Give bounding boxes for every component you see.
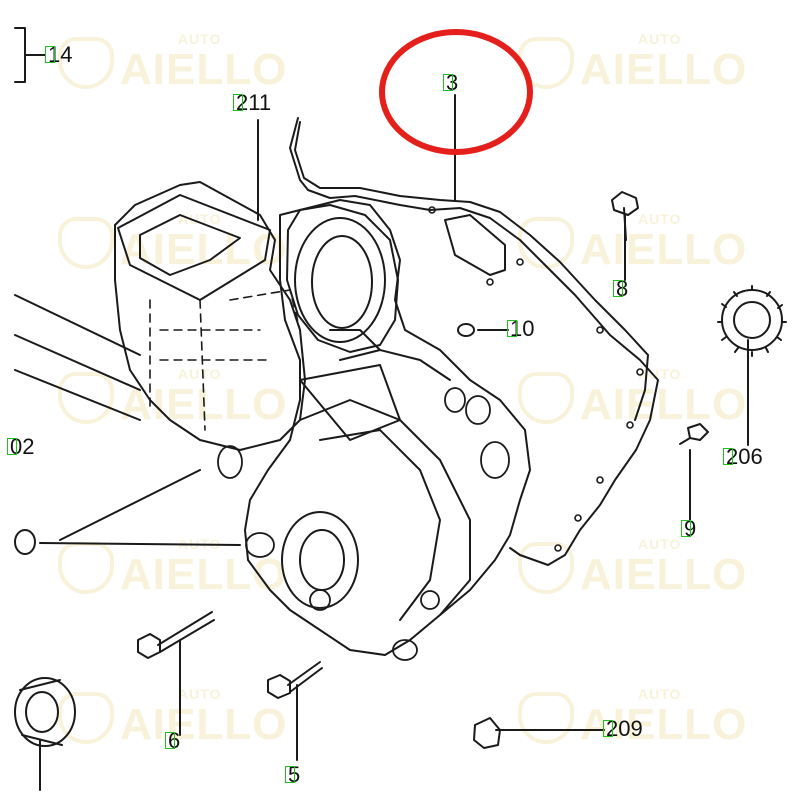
callout-14: 14 bbox=[45, 44, 72, 66]
pump-housing-inner bbox=[311, 235, 373, 329]
watermark-prefix: AUTO bbox=[178, 366, 222, 382]
cover-ridge bbox=[339, 349, 451, 381]
bolt-shank bbox=[679, 437, 691, 445]
gasket-inner bbox=[294, 121, 649, 421]
oil-seal-edge bbox=[19, 679, 63, 746]
callout-marker bbox=[285, 766, 295, 783]
cover-ridge bbox=[329, 329, 381, 351]
long-bolt bbox=[137, 633, 161, 659]
pump-top-opening bbox=[139, 214, 241, 276]
heart-logo-icon bbox=[518, 542, 574, 594]
callout-marker bbox=[681, 520, 691, 537]
gasket-window bbox=[444, 214, 506, 276]
leader-line bbox=[14, 294, 141, 421]
long-bolt-shank bbox=[157, 611, 215, 653]
watermark-brand: AIELLO bbox=[120, 45, 288, 94]
callout-211: 211 bbox=[233, 92, 271, 114]
watermark-brand: AIELLO bbox=[120, 225, 288, 274]
bolt-shank bbox=[623, 207, 627, 241]
gasket-outline bbox=[289, 117, 659, 566]
callout-marker bbox=[7, 438, 17, 455]
watermark: AUTO AIELLO bbox=[58, 686, 288, 750]
callout-marker bbox=[443, 74, 453, 91]
watermark: AUTO AIELLO bbox=[518, 211, 748, 275]
oil-seal-inner bbox=[25, 691, 59, 733]
watermark: AUTO AIELLO bbox=[518, 536, 748, 600]
crank-seal-inner bbox=[299, 529, 345, 591]
pump-flange-arm bbox=[299, 364, 401, 441]
callout-10: 10 bbox=[507, 318, 534, 340]
leader-line bbox=[39, 469, 241, 546]
cover-ridge bbox=[299, 399, 471, 616]
watermark-brand: AIELLO bbox=[580, 225, 748, 274]
callout-marker bbox=[723, 448, 733, 465]
watermark-prefix: AUTO bbox=[638, 31, 682, 47]
watermark-prefix: AUTO bbox=[638, 536, 682, 552]
callout-bracket bbox=[14, 27, 46, 83]
watermark: AUTO AIELLO bbox=[518, 366, 748, 430]
watermark-prefix: AUTO bbox=[638, 686, 682, 702]
watermark-prefix: AUTO bbox=[178, 211, 222, 227]
short-bolt-shank bbox=[287, 661, 323, 693]
watermark-prefix: AUTO bbox=[638, 211, 682, 227]
watermark: AUTO AIELLO bbox=[58, 536, 287, 600]
pump-top-flange bbox=[117, 194, 271, 301]
watermark-brand: AIELLO bbox=[120, 700, 288, 749]
sprocket-gear-inner bbox=[733, 301, 771, 339]
o-ring bbox=[457, 323, 475, 337]
callout-6: 6 bbox=[165, 730, 180, 752]
callout-marker bbox=[45, 46, 55, 63]
watermark: AUTO AIELLO bbox=[518, 686, 748, 750]
watermark-prefix: AUTO bbox=[178, 31, 222, 47]
oil-seal bbox=[14, 677, 76, 747]
heart-logo-icon bbox=[518, 372, 574, 424]
pump-housing bbox=[294, 217, 386, 343]
heart-logo-icon bbox=[58, 692, 114, 744]
cover-ridge bbox=[319, 429, 441, 621]
callout-02: 02 bbox=[7, 436, 34, 458]
watermark-brand: AIELLO bbox=[580, 700, 748, 749]
callout-marker bbox=[507, 320, 517, 337]
watermark: AUTO AIELLO bbox=[58, 211, 288, 275]
highlight-circle bbox=[379, 29, 533, 155]
pump-hidden-line bbox=[159, 329, 271, 361]
sprocket-gear bbox=[721, 289, 783, 351]
heart-logo-icon bbox=[58, 372, 114, 424]
callout-209: 209 bbox=[603, 718, 643, 740]
watermark-brand: AIELLO bbox=[580, 45, 748, 94]
water-pump-housing bbox=[114, 181, 306, 451]
callout-marker bbox=[613, 280, 623, 297]
callout-marker bbox=[233, 94, 243, 111]
drain-plug bbox=[473, 717, 501, 749]
callout-marker bbox=[165, 732, 175, 749]
watermark: AUTO AIELLO bbox=[518, 31, 748, 95]
heart-logo-icon bbox=[58, 37, 114, 89]
bolt-head bbox=[687, 423, 709, 441]
callout-206: 206 bbox=[723, 446, 763, 468]
heart-logo-icon bbox=[518, 692, 574, 744]
callout-8: 8 bbox=[613, 278, 628, 300]
callout-marker bbox=[603, 720, 613, 737]
watermark-prefix: AUTO bbox=[178, 686, 222, 702]
watermark: AUTO AIELLO bbox=[58, 31, 288, 95]
cap-plug bbox=[14, 529, 36, 555]
short-bolt bbox=[267, 674, 291, 699]
sprocket-teeth bbox=[717, 285, 787, 357]
watermark-brand: AIELLO bbox=[580, 550, 748, 599]
pump-housing-flange bbox=[286, 204, 399, 353]
callout-5: 5 bbox=[285, 764, 300, 786]
callout-3: 3 bbox=[443, 72, 458, 94]
watermark-brand: AIELLO bbox=[580, 380, 748, 429]
bolt-head bbox=[611, 191, 639, 216]
pump-hidden-line bbox=[149, 289, 301, 431]
callout-9: 9 bbox=[681, 518, 696, 540]
crank-seal-bore bbox=[281, 511, 359, 609]
heart-logo-icon bbox=[58, 217, 114, 269]
